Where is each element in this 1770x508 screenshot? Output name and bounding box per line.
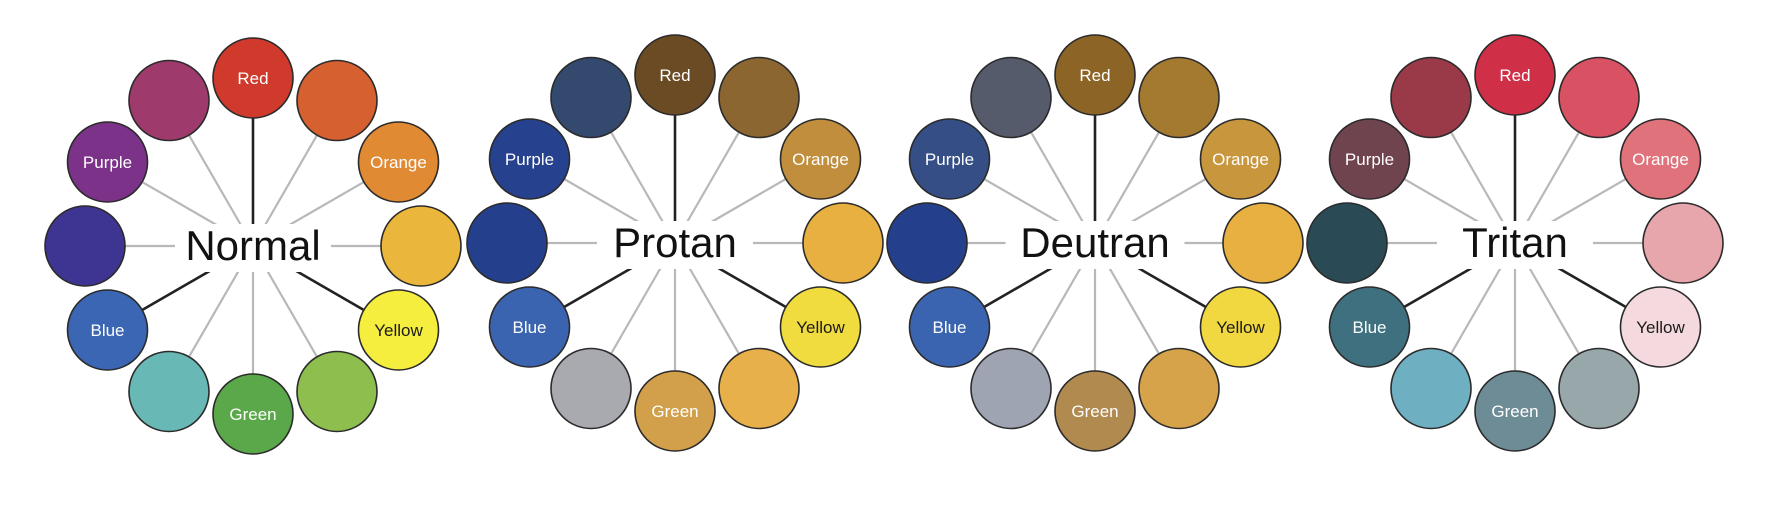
color-node <box>128 350 210 433</box>
color-node-orange <box>1619 118 1702 200</box>
color-node-orange <box>1199 118 1282 200</box>
color-node <box>802 202 884 284</box>
color-node-label: Purple <box>83 153 132 172</box>
color-node <box>718 347 800 430</box>
color-node-label: Yellow <box>374 321 423 340</box>
wheel-title-background <box>1437 221 1593 269</box>
color-node <box>380 205 462 287</box>
wheel-title-background <box>1005 221 1185 269</box>
wheel-title: Deutran <box>1020 219 1169 266</box>
color-node-orange <box>357 121 440 203</box>
color-node-label: Green <box>1491 402 1538 421</box>
color-node-purple <box>1328 118 1411 200</box>
color-node <box>1222 202 1304 284</box>
color-node <box>1138 56 1220 139</box>
color-node-label: Green <box>651 402 698 421</box>
color-node <box>128 59 210 142</box>
color-node <box>1642 202 1724 284</box>
color-node <box>886 202 968 284</box>
color-node-blue <box>66 289 149 371</box>
color-node <box>466 202 548 284</box>
color-node-label: Green <box>1071 402 1118 421</box>
color-node <box>550 347 632 430</box>
color-node-red <box>1054 34 1136 116</box>
color-node <box>550 56 632 139</box>
color-node-label: Purple <box>1345 150 1394 169</box>
color-node-label: Yellow <box>796 318 845 337</box>
color-node-label: Green <box>229 405 276 424</box>
color-node-label: Orange <box>1632 150 1689 169</box>
color-node <box>296 350 378 433</box>
color-node <box>296 59 378 142</box>
color-node <box>1390 56 1472 139</box>
wheel-title-background <box>597 221 753 269</box>
color-node-red <box>212 37 294 119</box>
color-node-label: Purple <box>505 150 554 169</box>
wheel-title: Protan <box>613 219 737 266</box>
color-node-yellow <box>1199 286 1282 368</box>
color-node-orange <box>779 118 862 200</box>
color-node-label: Red <box>659 66 690 85</box>
color-node-label: Orange <box>792 150 849 169</box>
color-node-label: Blue <box>932 318 966 337</box>
color-node <box>1558 56 1640 139</box>
color-node <box>1138 347 1220 430</box>
color-node-label: Purple <box>925 150 974 169</box>
color-node <box>970 56 1052 139</box>
color-node-green <box>634 370 716 452</box>
color-node-label: Red <box>1499 66 1530 85</box>
wheel-title: Tritan <box>1462 219 1568 266</box>
color-node <box>718 56 800 139</box>
color-node-purple <box>66 121 149 203</box>
color-node-red <box>634 34 716 116</box>
wheel-title-background <box>175 224 331 272</box>
color-node-label: Blue <box>90 321 124 340</box>
color-node-yellow <box>779 286 862 368</box>
color-node <box>1390 347 1472 430</box>
color-node <box>1558 347 1640 430</box>
color-node-label: Red <box>1079 66 1110 85</box>
color-node-label: Orange <box>1212 150 1269 169</box>
color-node-yellow <box>1619 286 1702 368</box>
color-node-label: Red <box>237 69 268 88</box>
color-node-label: Orange <box>370 153 427 172</box>
color-node-label: Blue <box>512 318 546 337</box>
color-node-blue <box>908 286 991 368</box>
color-node <box>970 347 1052 430</box>
wheel-title: Normal <box>185 222 320 269</box>
color-node-green <box>1054 370 1136 452</box>
color-node-red <box>1474 34 1556 116</box>
color-node-yellow <box>357 289 440 371</box>
color-node-purple <box>488 118 571 200</box>
color-node <box>1306 202 1388 284</box>
color-node-blue <box>1328 286 1411 368</box>
color-node-green <box>212 373 294 455</box>
color-node-purple <box>908 118 991 200</box>
color-node-label: Blue <box>1352 318 1386 337</box>
color-node-label: Yellow <box>1636 318 1685 337</box>
color-node-green <box>1474 370 1556 452</box>
color-node <box>44 205 126 287</box>
color-node-blue <box>488 286 571 368</box>
color-node-label: Yellow <box>1216 318 1265 337</box>
